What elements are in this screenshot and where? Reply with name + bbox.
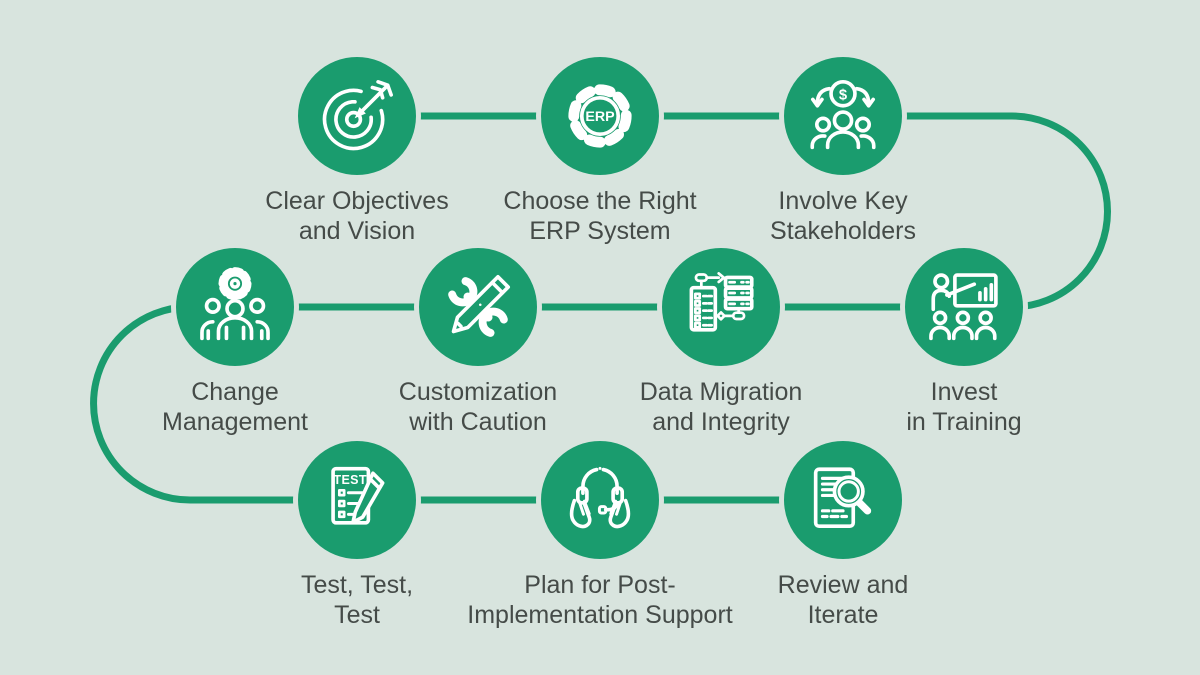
step-label-line1: Invest xyxy=(930,378,998,406)
step-label-clear-objectives: Clear Objectives and Vision xyxy=(187,186,527,246)
step-label-line2: Test xyxy=(334,601,380,629)
step-label-line2: Iterate xyxy=(807,601,879,629)
step-circle-review-iterate xyxy=(779,436,907,564)
step-label-line2: Implementation Support xyxy=(467,601,733,629)
step-label-test: Test, Test, Test xyxy=(187,570,527,630)
step-label-line2: and Vision xyxy=(298,217,416,245)
step-label-line1: Change xyxy=(191,378,279,406)
step-label-line2: ERP System xyxy=(529,217,671,245)
step-label-line2: in Training xyxy=(906,408,1022,436)
people-gear-icon xyxy=(200,267,270,341)
step-circle-test: TEST xyxy=(293,436,421,564)
step-circle-invest-training xyxy=(900,243,1028,371)
step-circle-post-implementation-support xyxy=(536,436,664,564)
step-label-line2: with Caution xyxy=(409,408,547,436)
step-label-line1: Test, Test, xyxy=(300,571,414,599)
stakeholders-dollar-icon: $ xyxy=(810,80,876,150)
erp-gear-text: ERP xyxy=(585,109,614,125)
step-circle-choose-erp: ERP xyxy=(536,52,664,180)
step-label-data-migration: Data Migration and Integrity xyxy=(551,377,891,437)
test-sheet-title: TEST xyxy=(333,473,366,487)
step-circle-clear-objectives xyxy=(293,52,421,180)
step-label-line1: Plan for Post- xyxy=(524,571,676,599)
step-label-line1: Clear Objectives xyxy=(265,187,449,215)
step-circle-change-management xyxy=(171,243,299,371)
step-label-line2: Stakeholders xyxy=(770,217,916,245)
document-magnifier-icon xyxy=(813,467,872,529)
target-dart-icon xyxy=(322,80,393,151)
headset-hands-icon xyxy=(569,466,631,529)
step-label-line1: Involve Key xyxy=(778,187,908,215)
erp-gear-icon: ERP xyxy=(568,84,632,148)
step-label-review-iterate: Review and Iterate xyxy=(673,570,1013,630)
step-circle-data-migration xyxy=(657,243,785,371)
step-label-line1: Data Migration xyxy=(639,378,803,406)
step-label-change-management: Change Management xyxy=(65,377,405,437)
step-label-line2: Management xyxy=(162,408,308,436)
step-circle-involve-stakeholders: $ xyxy=(779,52,907,180)
step-label-line1: Choose the Right xyxy=(503,187,697,215)
training-presentation-icon xyxy=(929,273,998,341)
test-checklist-icon: TEST xyxy=(331,466,385,525)
step-label-line1: Customization xyxy=(398,378,558,406)
step-label-choose-erp: Choose the Right ERP System xyxy=(430,186,770,246)
step-label-involve-stakeholders: Involve Key Stakeholders xyxy=(673,186,1013,246)
step-label-line2: and Integrity xyxy=(652,408,790,436)
dollar-sign-text: $ xyxy=(839,87,848,103)
step-label-invest-training: Invest in Training xyxy=(794,377,1134,437)
data-migration-icon xyxy=(689,272,754,332)
step-label-post-implementation-support: Plan for Post- Implementation Support xyxy=(430,570,770,630)
wrench-pencil-icon xyxy=(448,274,511,337)
step-label-line1: Review and xyxy=(777,571,909,599)
step-label-customization: Customization with Caution xyxy=(308,377,648,437)
step-circle-customization xyxy=(414,243,542,371)
